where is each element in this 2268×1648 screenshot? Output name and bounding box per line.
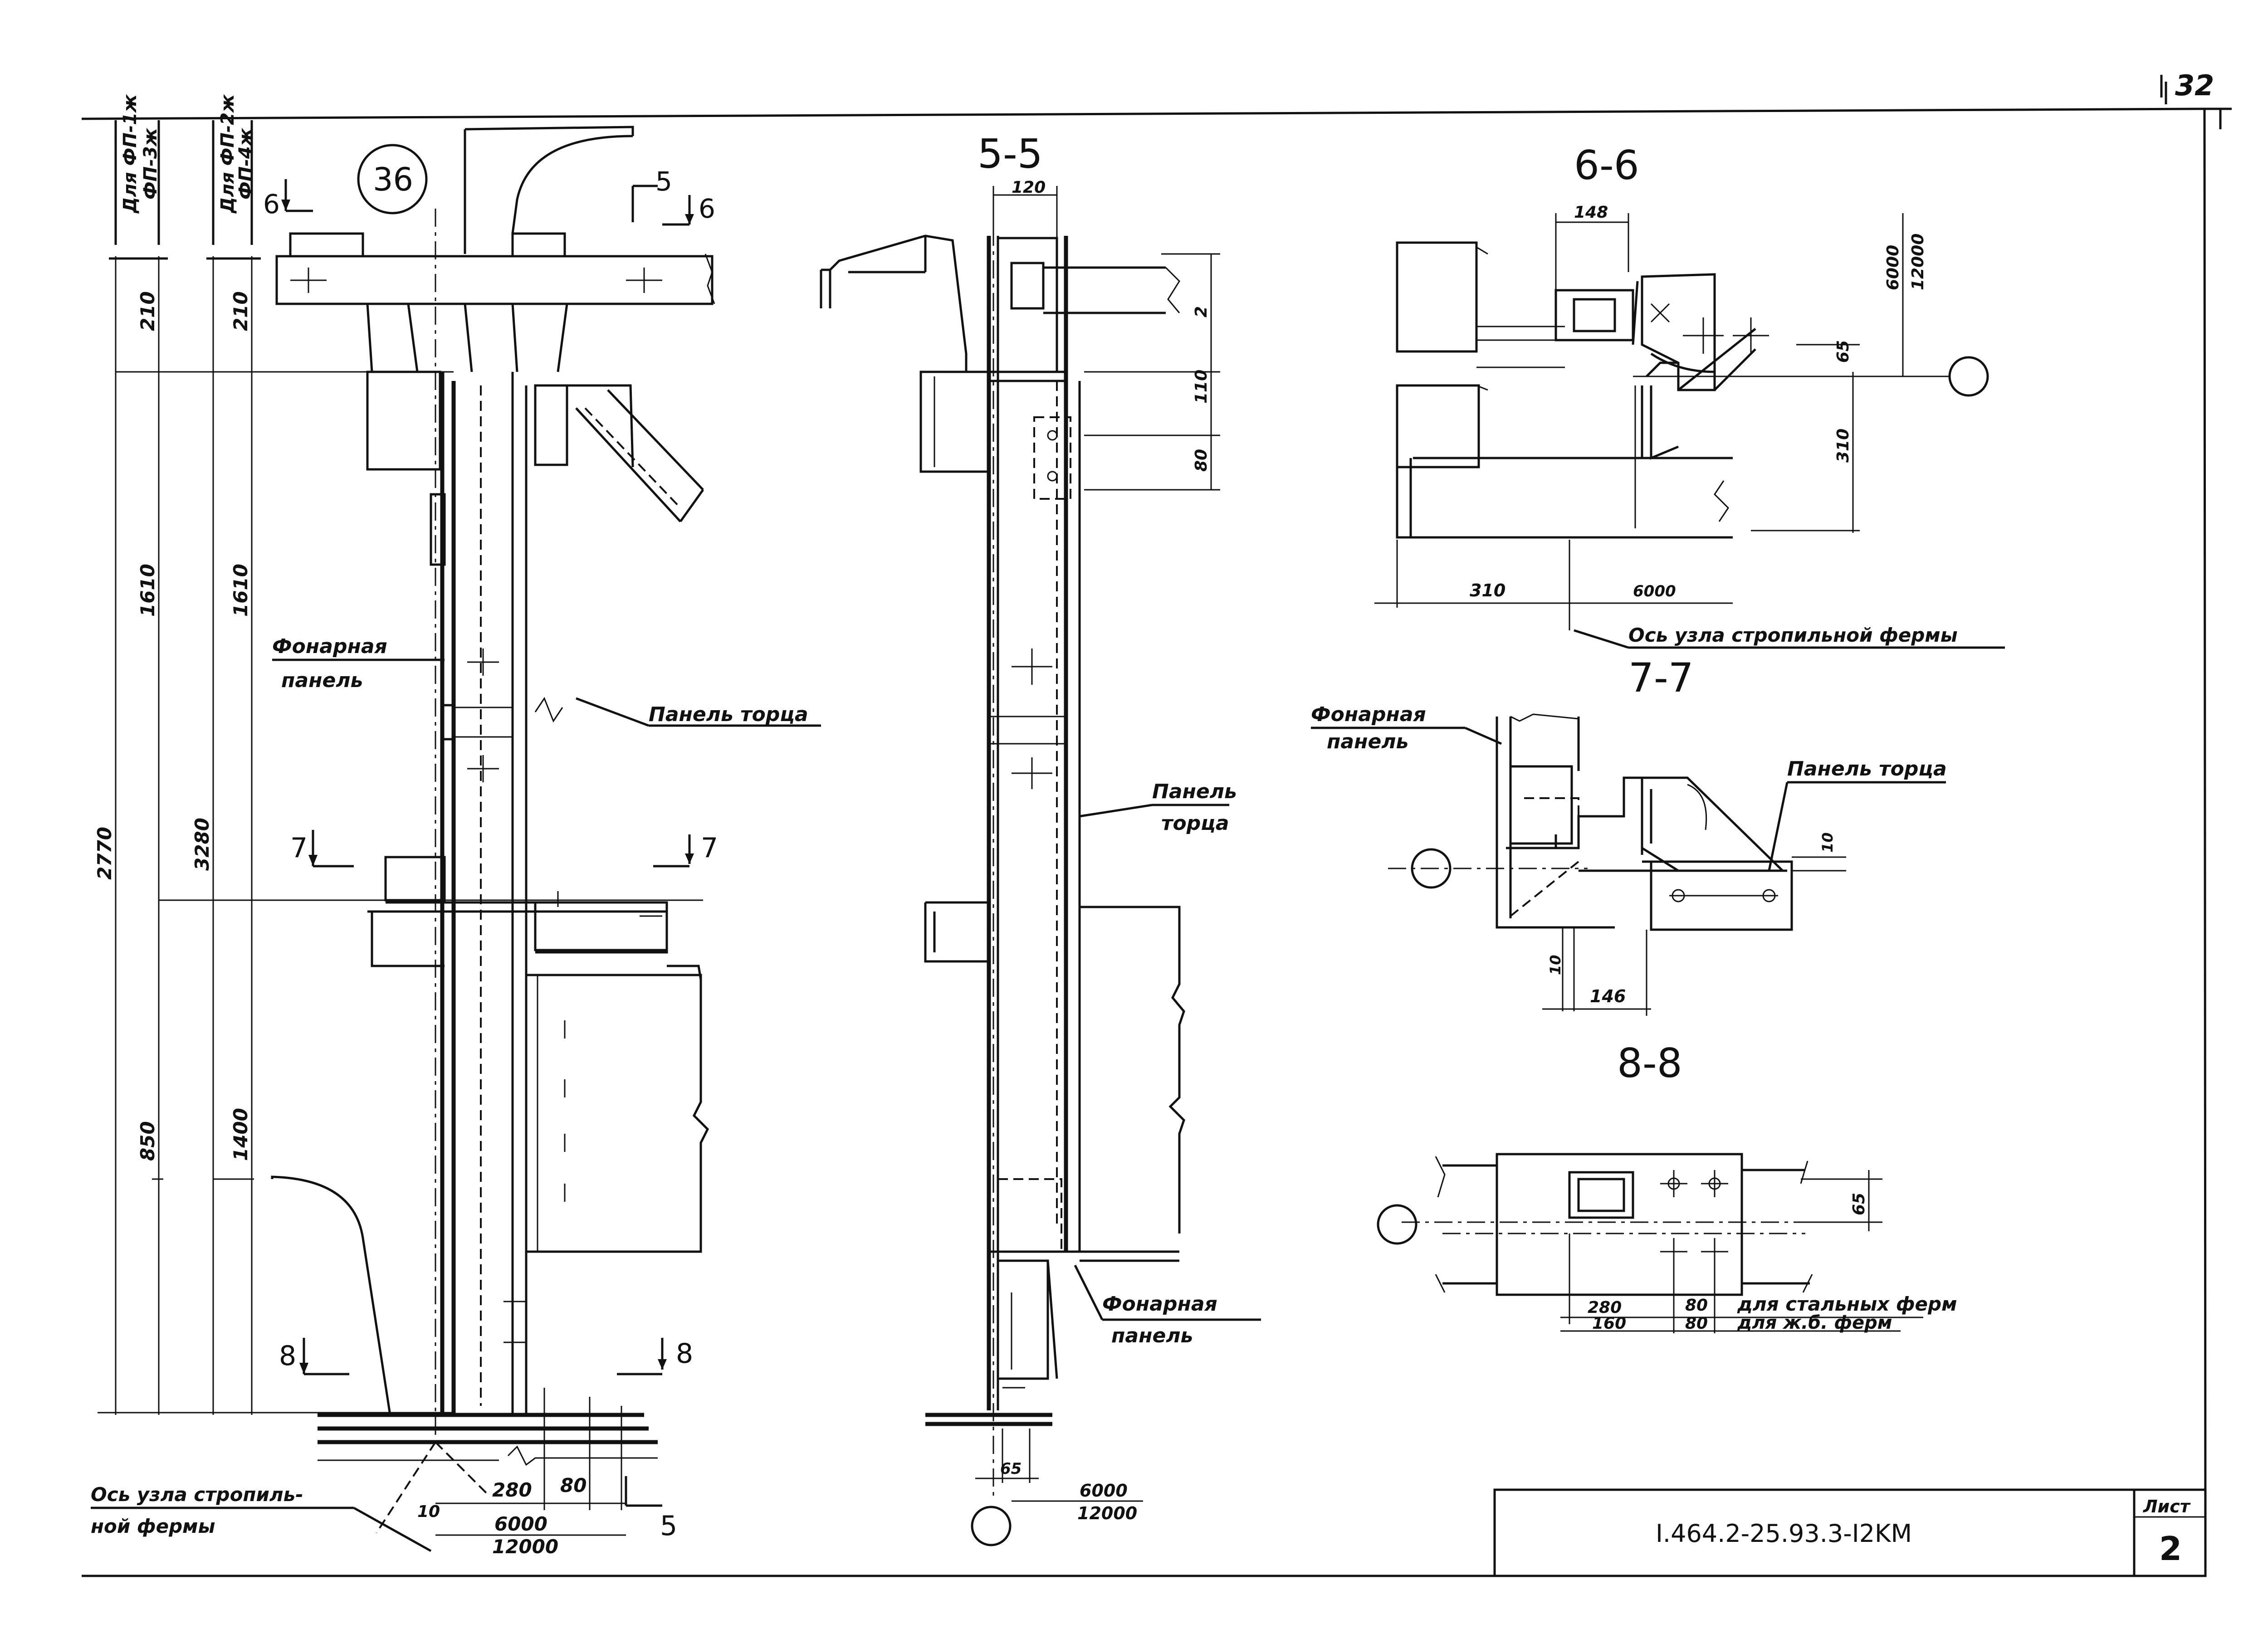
section-8-8-title: 8-8	[1617, 1040, 1682, 1087]
axis-circle-8-8	[1377, 1204, 1418, 1245]
dim-col2-210: 210	[230, 291, 252, 331]
dim-col1-210: 210	[137, 291, 159, 331]
cut-7-right: 7	[701, 832, 718, 864]
label-lantern-panel-55-2: панель	[1111, 1324, 1193, 1347]
dim-310-v: 310	[1834, 429, 1853, 463]
column-label-fp3: ФП-3ж	[140, 127, 161, 200]
dim-120: 120	[1012, 178, 1046, 197]
axis-circle-6-6	[1948, 356, 1989, 397]
dim-146: 146	[1590, 986, 1626, 1006]
cut-6-right: 6	[699, 193, 715, 224]
section-6-6: 6-6 148 6000 12000 65 310	[1374, 142, 2005, 649]
node-number: 36	[373, 161, 413, 198]
dim-6000: 6000	[1080, 1481, 1128, 1501]
dim-col2-1400: 1400	[230, 1108, 252, 1161]
section-5-5: 5-5 120 2 110 80	[820, 131, 1261, 1546]
dim-bottom-12000: 12000	[492, 1536, 558, 1558]
sheet-frame: 32	[81, 69, 2232, 1577]
dim-10-b: 10	[1547, 955, 1564, 975]
column-label-fp4: ФП-4ж	[235, 127, 256, 200]
note-steel-trusses: для стальных ферм	[1737, 1293, 1957, 1315]
dim-80-b: 80	[1685, 1314, 1708, 1333]
dim-col1-850: 850	[137, 1121, 159, 1161]
axis-circle-7-7	[1411, 848, 1452, 889]
dim-160: 160	[1592, 1314, 1626, 1333]
label-end-panel-77: Панель торца	[1787, 757, 1947, 780]
document-code: I.464.2-25.93.3-I2KM	[1656, 1519, 1912, 1548]
section-7-7-title: 7-7	[1628, 654, 1694, 701]
column-label-fp1: Для ФП-1ж	[120, 94, 141, 214]
sheet-label: Лист	[2143, 1497, 2191, 1516]
node-circle-36	[357, 144, 428, 215]
dim-total-2770: 2770	[93, 827, 116, 880]
section-7-7: 7-7 Фонарная панель Панель торца 10 10	[1311, 654, 1947, 1016]
main-elevation: Для ФП-1ж ФП-3ж Для ФП-2ж ФП-4ж 210 1610…	[91, 94, 821, 1558]
dim-col2-1610: 1610	[230, 564, 252, 617]
column-label-fp2: Для ФП-2ж	[217, 94, 238, 214]
label-lantern-panel-2: панель	[281, 669, 363, 692]
dim-65: 65	[1850, 1193, 1868, 1215]
dim-col1-1610: 1610	[137, 564, 159, 617]
dim-10-a: 10	[1819, 832, 1836, 853]
dim-280: 280	[1588, 1298, 1622, 1317]
dim-12000-v: 12000	[1909, 234, 1927, 290]
dim-148: 148	[1574, 203, 1608, 222]
label-end-panel-1: Панель	[1152, 780, 1237, 803]
dim-310: 310	[1470, 580, 1505, 600]
cut-8-left: 8	[279, 1340, 296, 1372]
dim-65: 65	[1834, 340, 1853, 363]
dim-80-a: 80	[1685, 1296, 1708, 1315]
dim-6000-v: 6000	[1884, 245, 1902, 290]
note-rc-trusses: для ж.б. ферм	[1737, 1312, 1892, 1333]
dim-bottom-6000: 6000	[494, 1513, 547, 1535]
section-6-6-title: 6-6	[1574, 142, 1639, 189]
sheet-number: 2	[2159, 1530, 2182, 1568]
cut-6-left: 6	[263, 189, 280, 219]
dim-bottom-10: 10	[417, 1502, 440, 1521]
dim-12000: 12000	[1077, 1503, 1137, 1523]
page-number: 32	[2175, 69, 2214, 102]
axis-circle-5-5	[971, 1506, 1012, 1546]
dim-110: 110	[1192, 370, 1211, 404]
dim-80: 80	[1192, 449, 1211, 472]
label-lantern-panel-55-1: Фонарная	[1102, 1292, 1217, 1316]
label-lantern-panel-77-2: панель	[1327, 730, 1408, 753]
cut-8-right: 8	[676, 1338, 693, 1370]
label-lantern-panel-77-1: Фонарная	[1311, 703, 1426, 726]
dim-bottom-80: 80	[560, 1474, 587, 1497]
dim-6000-h: 6000	[1633, 582, 1676, 600]
title-block: I.464.2-25.93.3-I2KM Лист 2	[1493, 1488, 2207, 1577]
label-lantern-panel-1: Фонарная	[272, 635, 387, 658]
label-end-panel: Панель торца	[649, 703, 808, 726]
dim-bottom-280: 280	[492, 1479, 532, 1501]
dim-65: 65	[1000, 1460, 1022, 1478]
cut-5-bottom: 5	[660, 1510, 677, 1542]
dim-2: 2	[1192, 306, 1211, 317]
axis-label-1: Ось узла стропиль-	[91, 1483, 303, 1506]
axis-label-2: ной фермы	[91, 1515, 215, 1537]
dim-total-3280: 3280	[191, 818, 213, 871]
cut-7-left: 7	[290, 832, 308, 864]
section-8-8: 8-8 65 280 80 для стальных ферм 160 80 д…	[1377, 1040, 1957, 1333]
label-end-panel-2: торца	[1161, 812, 1229, 835]
section-5-5-title: 5-5	[978, 131, 1043, 177]
axis-label-6-6: Ось узла стропильной фермы	[1628, 624, 1958, 646]
cut-5-top: 5	[655, 166, 672, 197]
